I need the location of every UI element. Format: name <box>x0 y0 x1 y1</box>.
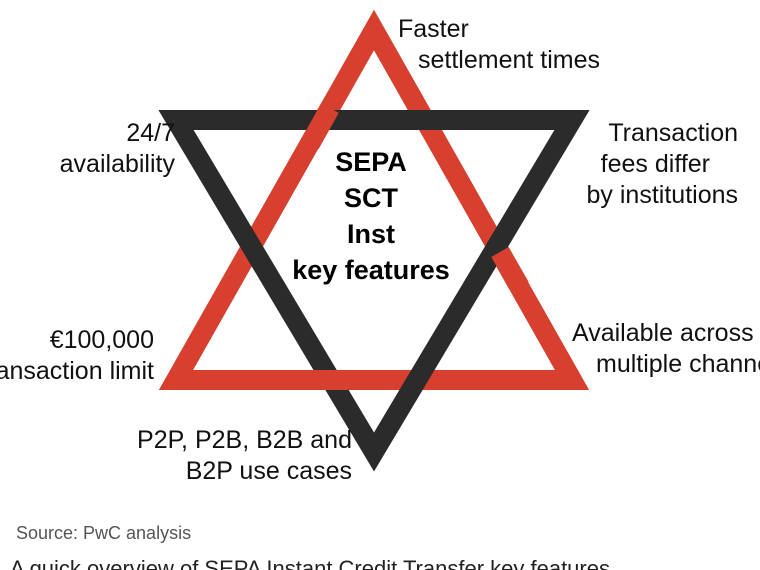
feature-line: €100,000 <box>49 326 154 354</box>
feature-line: B2P use cases <box>185 457 352 485</box>
center-title-line: Inst <box>346 219 395 249</box>
feature-line: Available across <box>572 319 754 347</box>
feature-line: by institutions <box>586 181 738 209</box>
center-title: SEPA SCT Inst key features <box>236 144 506 288</box>
figure-caption: A quick overview of SEPA Instant Credit … <box>10 556 610 570</box>
feature-line: fees differ <box>600 150 710 178</box>
feature-line: availability <box>59 150 175 178</box>
feature-line: P2P, P2B, B2B and <box>137 426 352 454</box>
feature-lower-right: Available across multiple channels <box>572 318 760 380</box>
feature-line: Transaction <box>608 119 738 147</box>
feature-line: 24/7 <box>126 119 175 147</box>
dark-triangle <box>158 110 590 472</box>
feature-upper-left: 24/7 availability <box>60 118 175 180</box>
center-title-line: SCT <box>344 183 398 213</box>
feature-bottom: P2P, P2B, B2B and B2P use cases <box>137 425 352 487</box>
feature-upper-right: Transaction fees differ by institutions <box>587 118 738 211</box>
feature-line: settlement times <box>418 46 601 74</box>
feature-lower-left: €100,000 transaction limit <box>0 325 154 387</box>
center-title-line: SEPA <box>335 147 407 177</box>
red-triangle <box>158 9 590 390</box>
feature-line: transaction limit <box>0 357 154 385</box>
feature-line: multiple channels <box>596 350 760 378</box>
center-title-line: key features <box>292 255 450 285</box>
red-overlap-upper-left <box>301 103 339 149</box>
feature-line: Faster <box>398 15 469 43</box>
red-overlap-lower-right <box>491 247 529 292</box>
source-note: Source: PwC analysis <box>16 523 192 543</box>
feature-top: Faster settlement times <box>398 14 600 76</box>
